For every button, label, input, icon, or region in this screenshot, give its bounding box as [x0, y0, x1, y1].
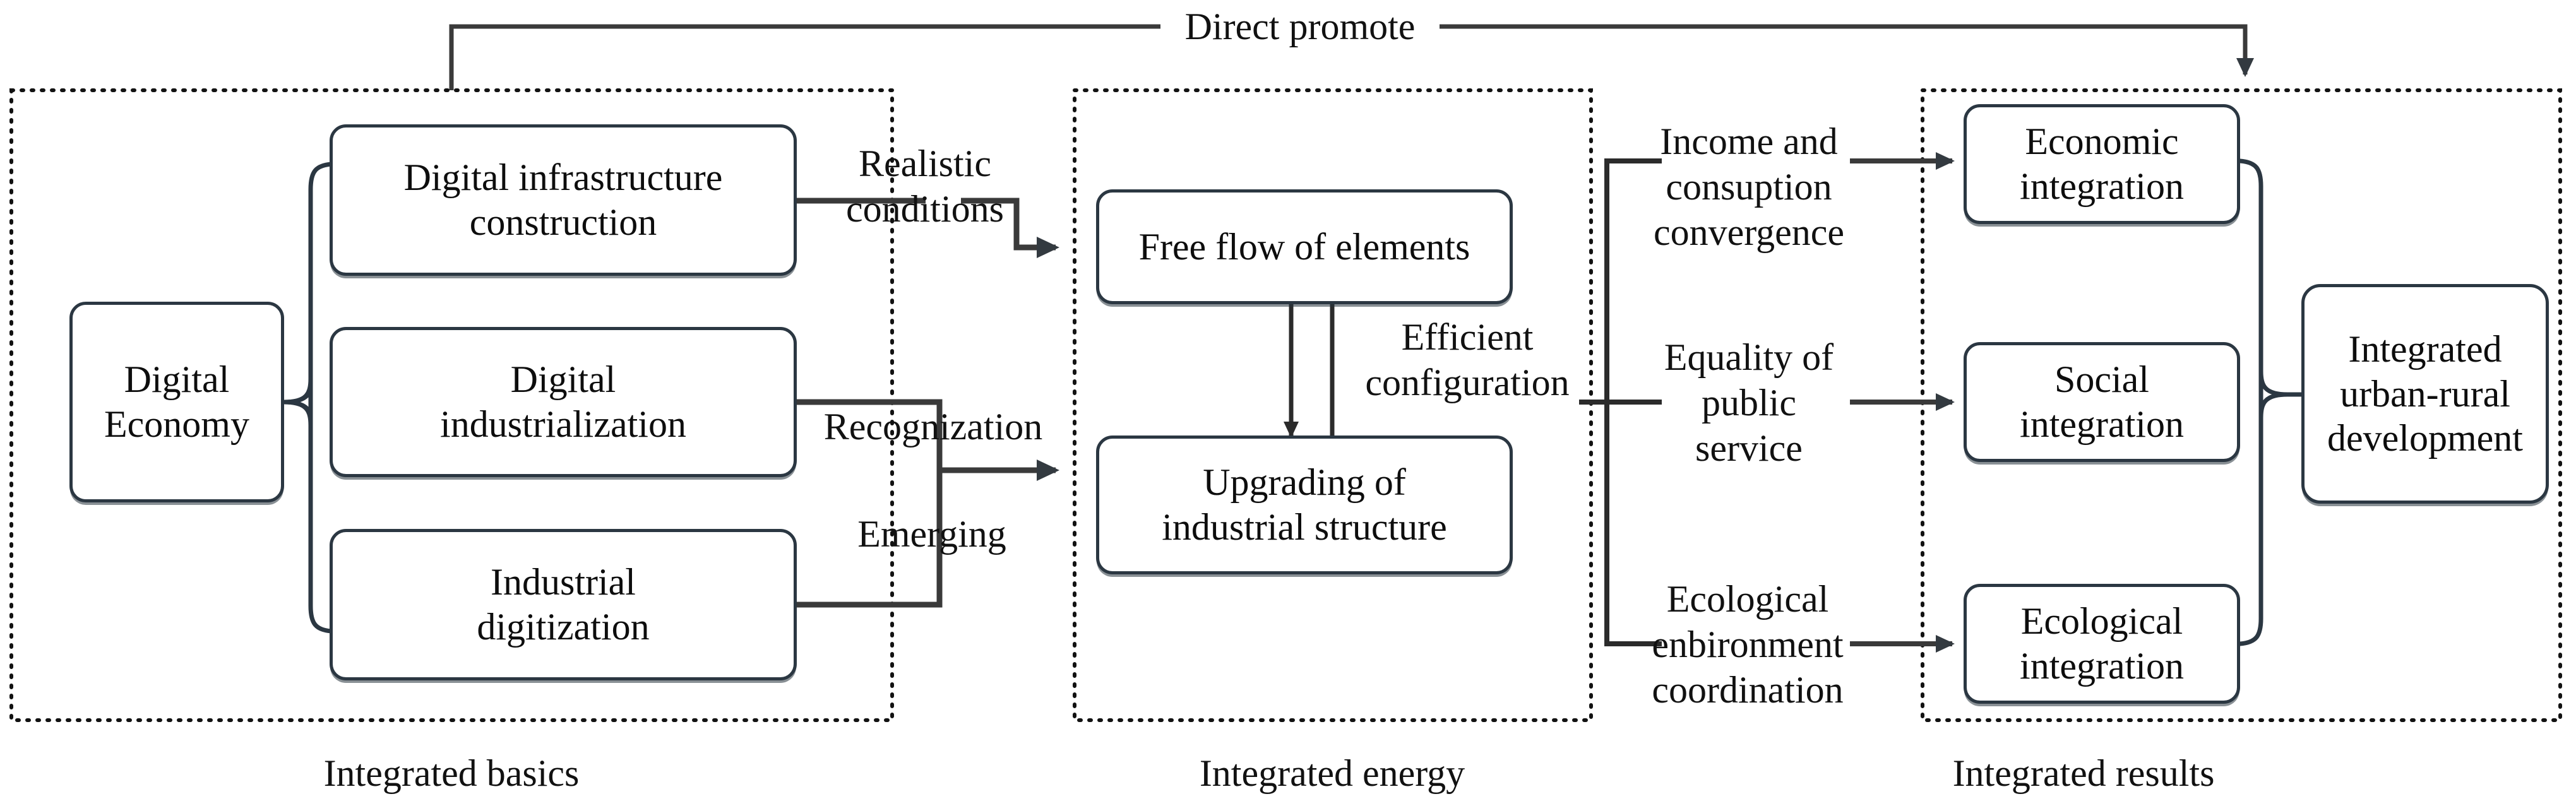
node-label: Upgrading of industrial structure: [1162, 461, 1447, 548]
edge-label-income-consuption-convergence: Income and consuption convergence: [1642, 107, 1856, 266]
edge-label-text: Income and consuption convergence: [1653, 121, 1845, 253]
edge-infrastructure-to-freeflow: [797, 198, 1059, 258]
edge-label-emerging: Emerging: [831, 511, 1033, 557]
node-upgrading-of-industrial-structure[interactable]: Upgrading of industrial structure: [1096, 436, 1513, 574]
node-label: Free flow of elements: [1138, 225, 1470, 268]
edge-digitization-to-upgrading: [797, 470, 943, 608]
group-caption-text: Integrated basics: [323, 752, 580, 794]
edge-industrialization-to-upgrading: [797, 399, 943, 470]
edge-label-ecological-enbironment-coordination: Ecological enbironment coordination: [1633, 565, 1863, 724]
node-label: Economic integration: [2020, 121, 2184, 207]
edge-label-realistic-conditions: Realistic conditions: [821, 136, 1029, 237]
group-caption-integrated-results: Integrated results: [1894, 748, 2273, 798]
edge-label-recognization: Recognization: [813, 404, 1053, 449]
node-label: Digital Economy: [104, 359, 249, 445]
node-label: Digital industrialization: [440, 359, 686, 445]
edge-label-text: Direct promote: [1184, 6, 1416, 47]
node-digital-economy[interactable]: Digital Economy: [69, 302, 284, 502]
group-caption-integrated-energy: Integrated energy: [1143, 748, 1522, 798]
node-free-flow-of-elements[interactable]: Free flow of elements: [1096, 189, 1513, 304]
node-social-integration[interactable]: Social integration: [1964, 342, 2240, 462]
brace-results-to-integrated: [2238, 158, 2304, 646]
brace-energy-to-results: [1579, 158, 1662, 646]
edge-label-efficient-configuration: Efficient configuration: [1347, 309, 1587, 410]
node-label: Industrial digitization: [477, 561, 650, 648]
node-label: Social integration: [2020, 359, 2184, 445]
node-digital-industrialization[interactable]: Digital industrialization: [330, 327, 797, 477]
edge-label-text: Realistic conditions: [846, 143, 1004, 230]
group-caption-text: Integrated results: [1952, 752, 2215, 794]
group-frame-basics: [9, 88, 894, 722]
group-caption-text: Integrated energy: [1199, 752, 1465, 794]
node-label: Digital infrastructure construction: [403, 157, 723, 243]
group-frame-results: [1921, 88, 2562, 722]
node-economic-integration[interactable]: Economic integration: [1964, 104, 2240, 224]
edge-label-text: Efficient configuration: [1365, 316, 1570, 403]
edge-label-text: Emerging: [857, 513, 1006, 555]
node-label: Integrated urban-rural development: [2327, 328, 2523, 459]
edge-label-text: Equality of public service: [1664, 336, 1834, 469]
edge-direct-promote: [449, 24, 2254, 90]
node-digital-infrastructure-construction[interactable]: Digital infrastructure construction: [330, 124, 797, 276]
edge-label-text: Ecological enbironment coordination: [1652, 578, 1844, 711]
edge-label-direct-promote: Direct promote: [1160, 0, 1440, 53]
node-ecological-integration[interactable]: Ecological integration: [1964, 584, 2240, 704]
edge-label-text: Recognization: [823, 406, 1043, 447]
node-integrated-urban-rural-development[interactable]: Integrated urban-rural development: [2301, 284, 2549, 504]
group-frame-energy: [1073, 88, 1593, 722]
edge-label-equality-of-public-service: Equality of public service: [1648, 323, 1850, 482]
node-label: Ecological integration: [2020, 600, 2184, 687]
group-caption-integrated-basics: Integrated basics: [262, 748, 641, 798]
node-industrial-digitization[interactable]: Industrial digitization: [330, 529, 797, 680]
